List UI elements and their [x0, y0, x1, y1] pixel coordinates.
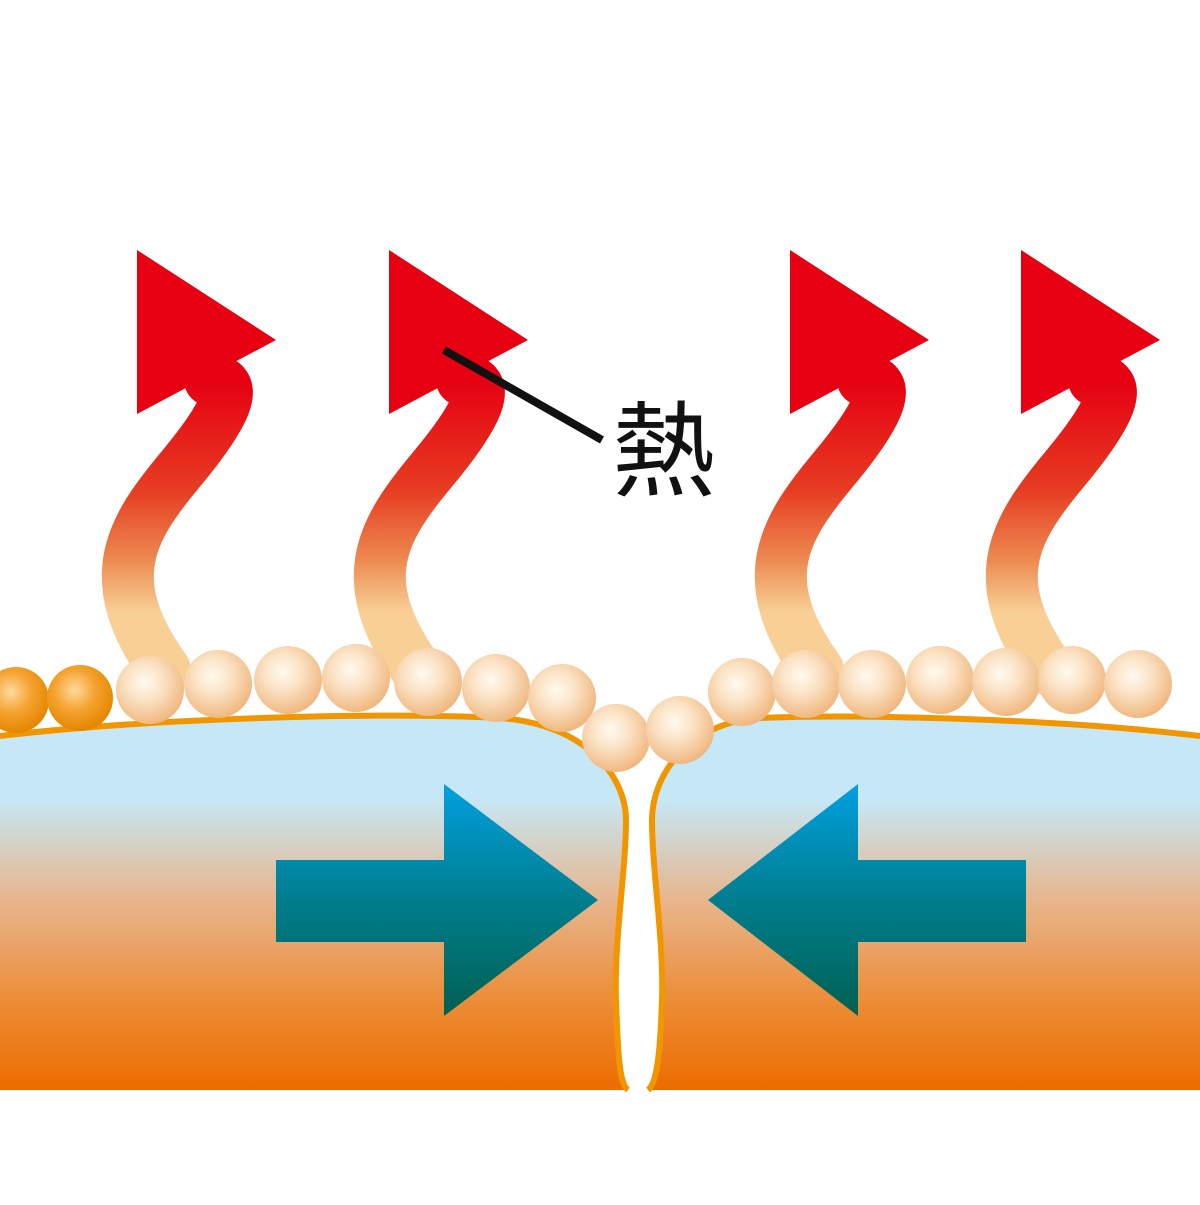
bead [47, 665, 113, 731]
bead [972, 648, 1040, 716]
heat-label: 熱 [612, 400, 716, 504]
bead [582, 704, 650, 772]
heat-arrow-2 [380, 250, 528, 670]
bead [906, 646, 974, 714]
bead [772, 650, 840, 718]
bead [1038, 646, 1106, 714]
bead [116, 656, 184, 724]
bead [1104, 650, 1172, 718]
bead [254, 646, 322, 714]
bead [0, 667, 49, 733]
heat-arrow-1 [128, 250, 276, 670]
heat-arrow-4 [1012, 250, 1160, 670]
bead [708, 658, 776, 726]
bead [462, 654, 530, 722]
bead [646, 696, 714, 764]
bead [838, 650, 906, 718]
bead [394, 648, 462, 716]
bead [184, 650, 252, 718]
gap [622, 870, 654, 1086]
heat-arrow-3 [781, 250, 929, 670]
bead [322, 644, 390, 712]
bead [528, 664, 596, 732]
